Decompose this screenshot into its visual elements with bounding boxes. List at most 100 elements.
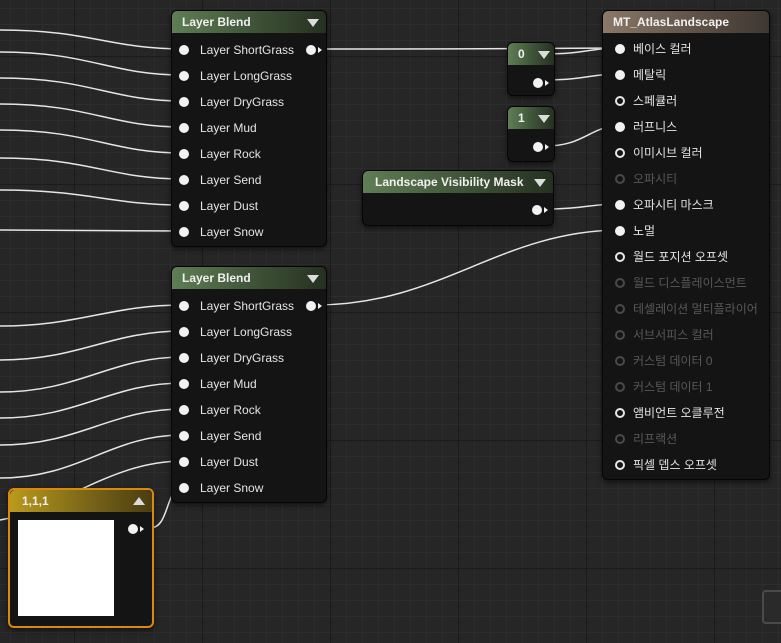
input-pin[interactable] <box>179 175 189 185</box>
output-arrow-icon <box>545 80 549 86</box>
input-pin[interactable] <box>179 227 189 237</box>
material-input-label: 오파시티 마스크 <box>633 198 714 212</box>
constant-node-1[interactable]: 1 <box>507 106 555 162</box>
input-pin[interactable] <box>615 122 625 132</box>
pin-label: Layer Snow <box>200 481 264 495</box>
material-input-label: 이미시브 컬러 <box>633 146 703 160</box>
node-title: MT_AtlasLandscape <box>613 15 730 29</box>
pin-label: Layer Send <box>200 429 262 443</box>
output-pin[interactable] <box>532 205 542 215</box>
zoom-control-button[interactable] <box>762 590 781 624</box>
material-input-label: 테셀레이션 멀티플라이어 <box>633 302 758 316</box>
input-pin <box>615 330 625 340</box>
color-swatch <box>18 520 114 616</box>
collapse-arrow-icon[interactable] <box>534 179 546 187</box>
material-input-label: 메탈릭 <box>633 68 667 82</box>
input-pin[interactable] <box>615 252 625 262</box>
layer-blend-node-2[interactable]: Layer Blend Layer ShortGrass Layer LongG… <box>171 266 327 503</box>
node-title: Layer Blend <box>182 15 251 29</box>
node-header[interactable]: Landscape Visibility Mask <box>363 171 553 193</box>
node-header[interactable]: MT_AtlasLandscape <box>603 11 769 33</box>
input-pin <box>615 174 625 184</box>
pin-label: Layer DryGrass <box>200 95 285 109</box>
input-pin[interactable] <box>615 460 625 470</box>
output-pin[interactable] <box>533 78 543 88</box>
pin-label: Layer Snow <box>200 225 264 239</box>
pin-label: Layer Dust <box>200 199 259 213</box>
material-input-row: 베이스 컬러 <box>603 39 769 59</box>
output-arrow-icon <box>140 526 144 532</box>
input-pin[interactable] <box>179 71 189 81</box>
input-pin[interactable] <box>179 123 189 133</box>
material-input-label: 스페큘러 <box>633 94 678 108</box>
node-header[interactable]: 1,1,1 <box>10 490 152 512</box>
pin-label: Layer LongGrass <box>200 69 293 83</box>
node-header[interactable]: Layer Blend <box>172 267 326 289</box>
node-title: Landscape Visibility Mask <box>375 175 524 189</box>
input-pin[interactable] <box>179 431 189 441</box>
pin-label: Layer Rock <box>200 403 261 417</box>
material-input-label: 커스텀 데이터 0 <box>633 354 713 368</box>
input-pin-row: Layer ShortGrass <box>172 296 326 316</box>
node-header[interactable]: 0 <box>508 43 554 65</box>
pin-label: Layer Mud <box>200 377 257 391</box>
input-pin[interactable] <box>179 405 189 415</box>
input-pin[interactable] <box>179 201 189 211</box>
vector-constant-node[interactable]: 1,1,1 <box>8 488 154 628</box>
material-input-label: 서브서피스 컬러 <box>633 328 714 342</box>
input-pin <box>615 434 625 444</box>
node-header[interactable]: Layer Blend <box>172 11 326 33</box>
input-pin <box>615 356 625 366</box>
collapse-arrow-icon[interactable] <box>307 19 319 27</box>
input-pin[interactable] <box>615 200 625 210</box>
collapse-arrow-icon[interactable] <box>307 275 319 283</box>
material-input-label: 리프랙션 <box>633 432 678 446</box>
node-title: 1,1,1 <box>22 494 49 508</box>
node-header[interactable]: 1 <box>508 107 554 129</box>
input-pin[interactable] <box>179 97 189 107</box>
input-pin[interactable] <box>179 45 189 55</box>
material-input-label: 월드 포지션 오프셋 <box>633 250 728 264</box>
pin-label: Layer Dust <box>200 455 259 469</box>
input-pin[interactable] <box>615 96 625 106</box>
input-pin <box>615 382 625 392</box>
output-arrow-icon <box>318 47 322 53</box>
collapse-arrow-icon[interactable] <box>538 115 550 123</box>
landscape-visibility-mask-node[interactable]: Landscape Visibility Mask <box>362 170 554 226</box>
material-result-node[interactable]: MT_AtlasLandscape 베이스 컬러 메탈릭 스페큘러 러프니스 이… <box>602 10 770 480</box>
pin-label: Layer ShortGrass <box>200 43 295 57</box>
input-pin[interactable] <box>615 44 625 54</box>
collapse-arrow-icon[interactable] <box>538 51 550 59</box>
input-pin[interactable] <box>179 301 189 311</box>
constant-value: 0 <box>518 47 525 61</box>
input-pin[interactable] <box>179 457 189 467</box>
output-pin[interactable] <box>128 524 138 534</box>
input-pin[interactable] <box>179 327 189 337</box>
input-pin[interactable] <box>179 149 189 159</box>
layer-blend-node-1[interactable]: Layer Blend Layer ShortGrass Layer LongG… <box>171 10 327 247</box>
pin-label: Layer DryGrass <box>200 351 285 365</box>
node-title: Layer Blend <box>182 271 251 285</box>
input-pin[interactable] <box>615 70 625 80</box>
constant-node-0[interactable]: 0 <box>507 42 555 96</box>
material-input-label: 오파시티 <box>633 172 678 186</box>
collapse-arrow-icon[interactable] <box>133 497 145 505</box>
output-pin[interactable] <box>533 142 543 152</box>
output-pin[interactable] <box>306 301 316 311</box>
output-arrow-icon <box>544 207 548 213</box>
pin-label: Layer Rock <box>200 147 261 161</box>
input-pin[interactable] <box>615 226 625 236</box>
constant-value: 1 <box>518 111 525 125</box>
output-arrow-icon <box>545 144 549 150</box>
input-pin <box>615 278 625 288</box>
input-pin[interactable] <box>179 483 189 493</box>
input-pin[interactable] <box>179 353 189 363</box>
material-input-label: 픽셀 뎁스 오프셋 <box>633 458 717 472</box>
input-pin[interactable] <box>179 379 189 389</box>
material-input-label: 노멀 <box>633 224 656 238</box>
output-pin[interactable] <box>306 45 316 55</box>
input-pin[interactable] <box>615 148 625 158</box>
input-pin <box>615 304 625 314</box>
input-pin[interactable] <box>615 408 625 418</box>
